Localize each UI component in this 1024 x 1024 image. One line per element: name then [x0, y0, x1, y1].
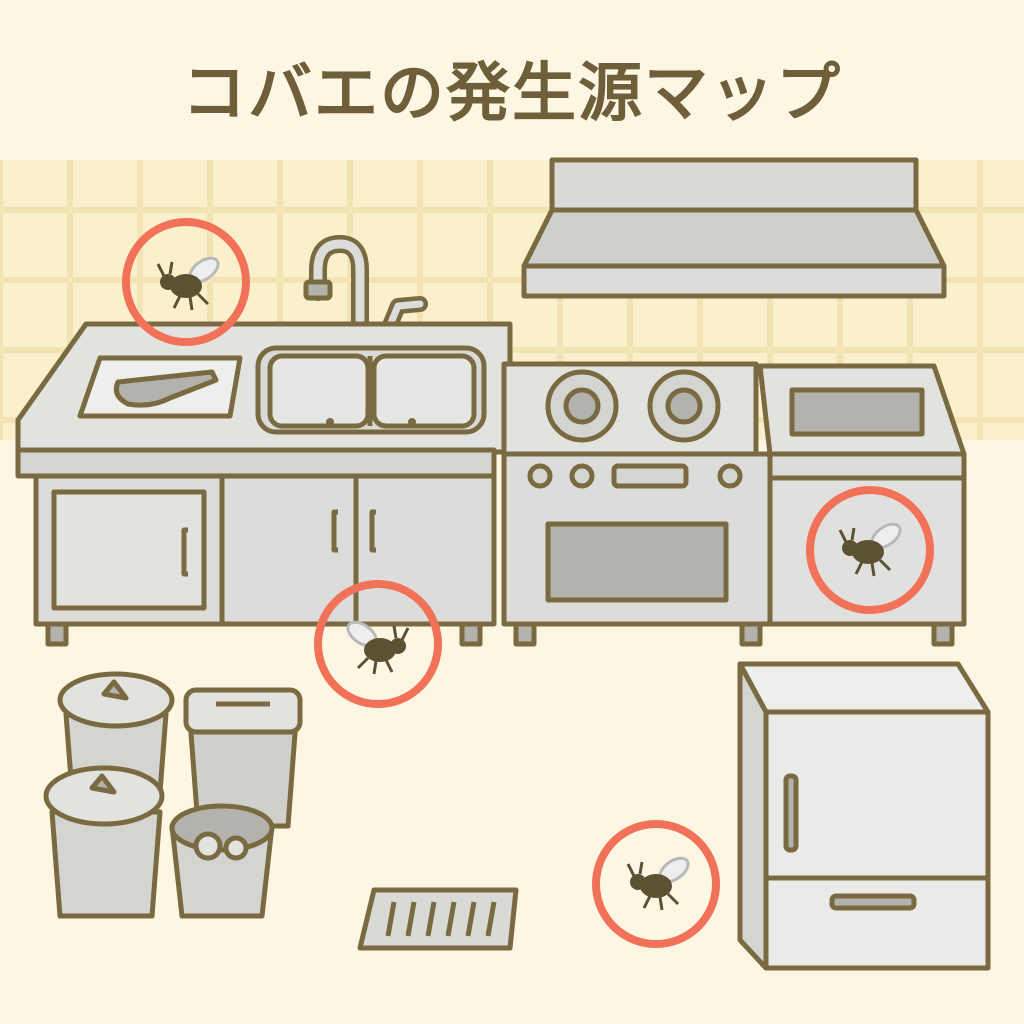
fly-icon: [626, 851, 694, 912]
floor-drain: [357, 887, 519, 951]
trash-bins: [43, 671, 303, 919]
map-title: コバエの発生源マップ: [182, 57, 842, 131]
floor-near-fridge-fly-hotspot: [592, 820, 720, 948]
faucet-icon: [303, 235, 428, 345]
stove-cabinet-fly-hotspot: [806, 486, 934, 614]
side-cabinet: [757, 363, 967, 647]
sink-corner-fly-hotspot: [122, 218, 250, 346]
refrigerator: [737, 661, 991, 971]
stove: [501, 361, 773, 647]
range-hood: [521, 157, 947, 299]
sink-counter: [15, 321, 513, 647]
under-sink-fly-hotspot: [314, 580, 442, 708]
